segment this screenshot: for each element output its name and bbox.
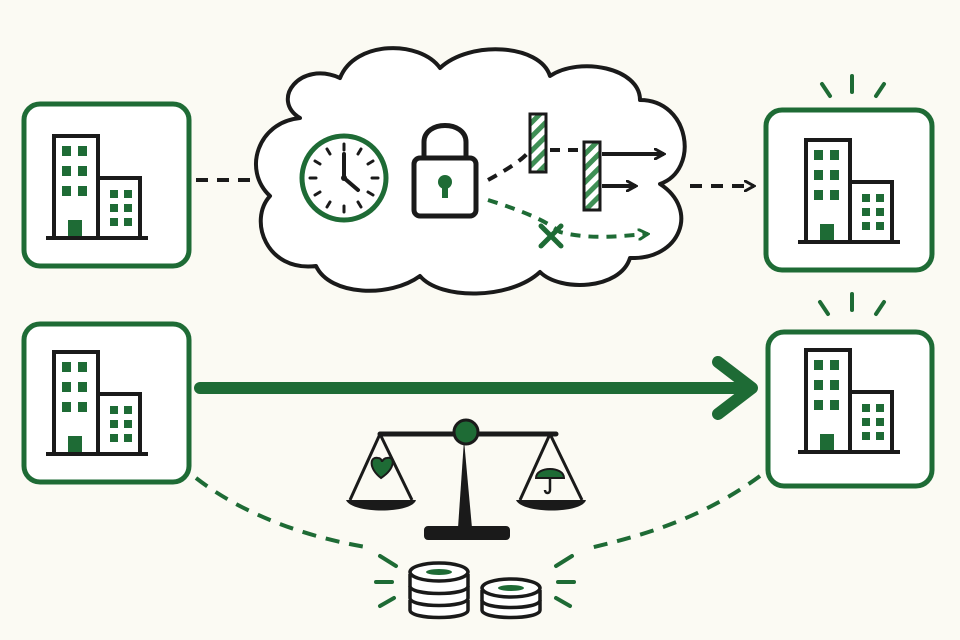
cost-link-left <box>194 476 373 550</box>
clock-icon <box>299 133 389 223</box>
highlight-rays <box>818 292 886 316</box>
direct-transfer-arrowhead <box>712 356 758 420</box>
hatched-barrier-icon <box>528 112 548 174</box>
coin-stack-icon <box>374 554 576 620</box>
path-to-first-gate <box>487 148 532 182</box>
bottom-target-building <box>765 292 935 489</box>
bottom-source-building <box>21 321 192 485</box>
highlight-rays <box>820 74 886 98</box>
top-source-building <box>21 101 192 269</box>
balance-scale-icon <box>346 418 586 540</box>
cost-link-right <box>589 474 762 550</box>
padlock-icon <box>411 123 479 219</box>
umbrella-icon <box>534 468 566 495</box>
blocked-path <box>487 198 648 237</box>
x-mark-icon <box>538 223 564 249</box>
heart-icon <box>370 456 394 480</box>
top-target-building <box>763 74 935 273</box>
sparkle-lines <box>374 554 576 608</box>
hatched-barrier-icon <box>582 140 602 212</box>
